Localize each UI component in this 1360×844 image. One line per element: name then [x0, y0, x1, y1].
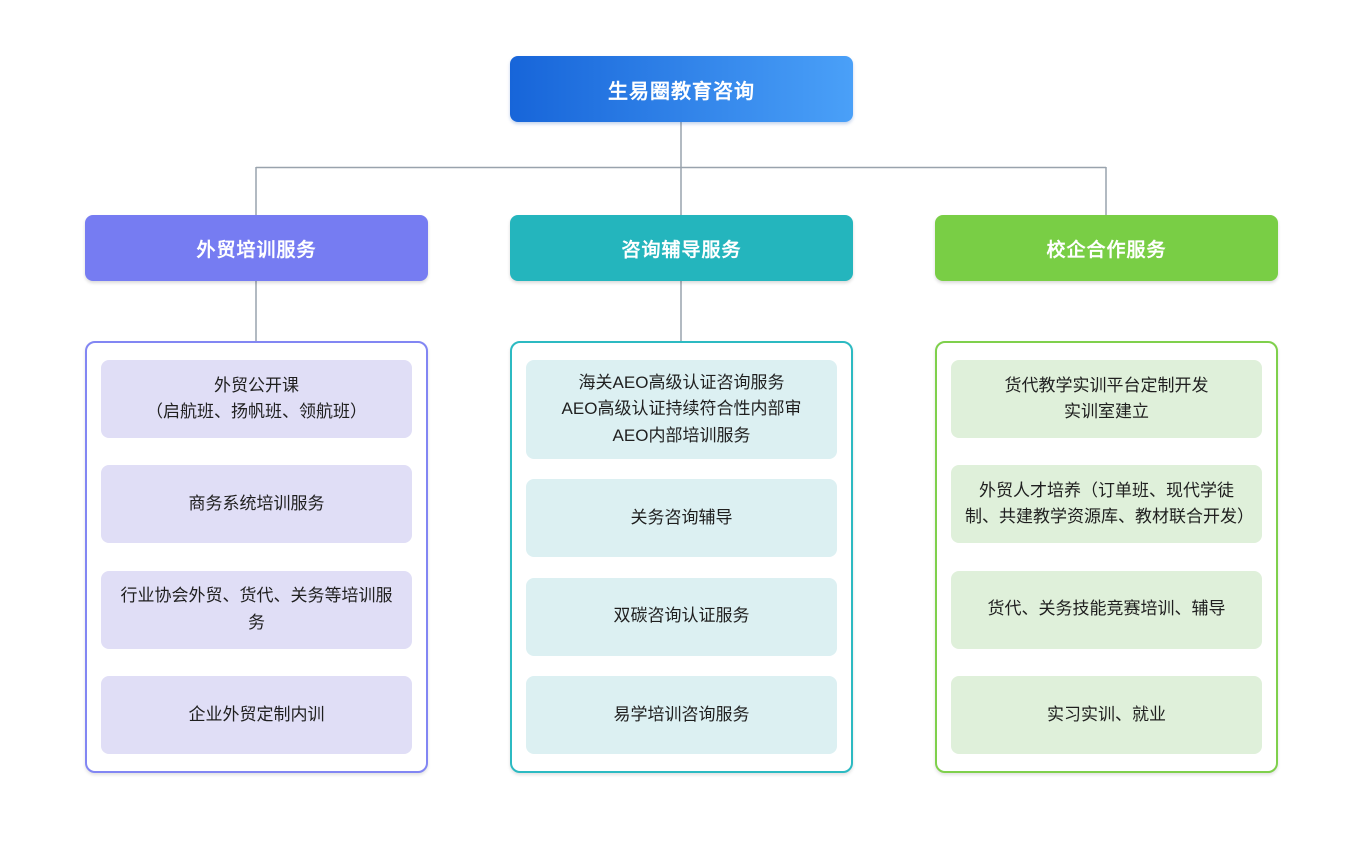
service-item: 货代、关务技能竞赛培训、辅导	[951, 570, 1262, 649]
service-item: 企业外贸定制内训	[101, 675, 412, 754]
service-item: 商务系统培训服务	[101, 465, 412, 544]
service-item: 双碳咨询认证服务	[526, 577, 837, 656]
service-item: 外贸公开课 （启航班、扬帆班、领航班）	[101, 360, 412, 438]
branch-list-school-enterprise: 货代教学实训平台定制开发 实训室建立 外贸人才培养（订单班、现代学徒制、共建教学…	[935, 341, 1278, 773]
service-item: 实习实训、就业	[951, 675, 1262, 754]
service-item: 关务咨询辅导	[526, 479, 837, 558]
branch-header-consulting: 咨询辅导服务	[510, 215, 853, 281]
branch-header-trade-training: 外贸培训服务	[85, 215, 428, 281]
branch-list-trade-training: 外贸公开课 （启航班、扬帆班、领航班） 商务系统培训服务 行业协会外贸、货代、关…	[85, 341, 428, 773]
branch-list-consulting: 海关AEO高级认证咨询服务 AEO高级认证持续符合性内部审 AEO内部培训服务 …	[510, 341, 853, 773]
service-item: 易学培训咨询服务	[526, 675, 837, 754]
service-item: 货代教学实训平台定制开发 实训室建立	[951, 360, 1262, 438]
service-item: 外贸人才培养（订单班、现代学徒制、共建教学资源库、教材联合开发）	[951, 465, 1262, 544]
service-item: 海关AEO高级认证咨询服务 AEO高级认证持续符合性内部审 AEO内部培训服务	[526, 360, 837, 460]
service-item: 行业协会外贸、货代、关务等培训服务	[101, 570, 412, 649]
branch-header-school-enterprise: 校企合作服务	[935, 215, 1278, 281]
root-node: 生易圈教育咨询	[510, 56, 853, 122]
